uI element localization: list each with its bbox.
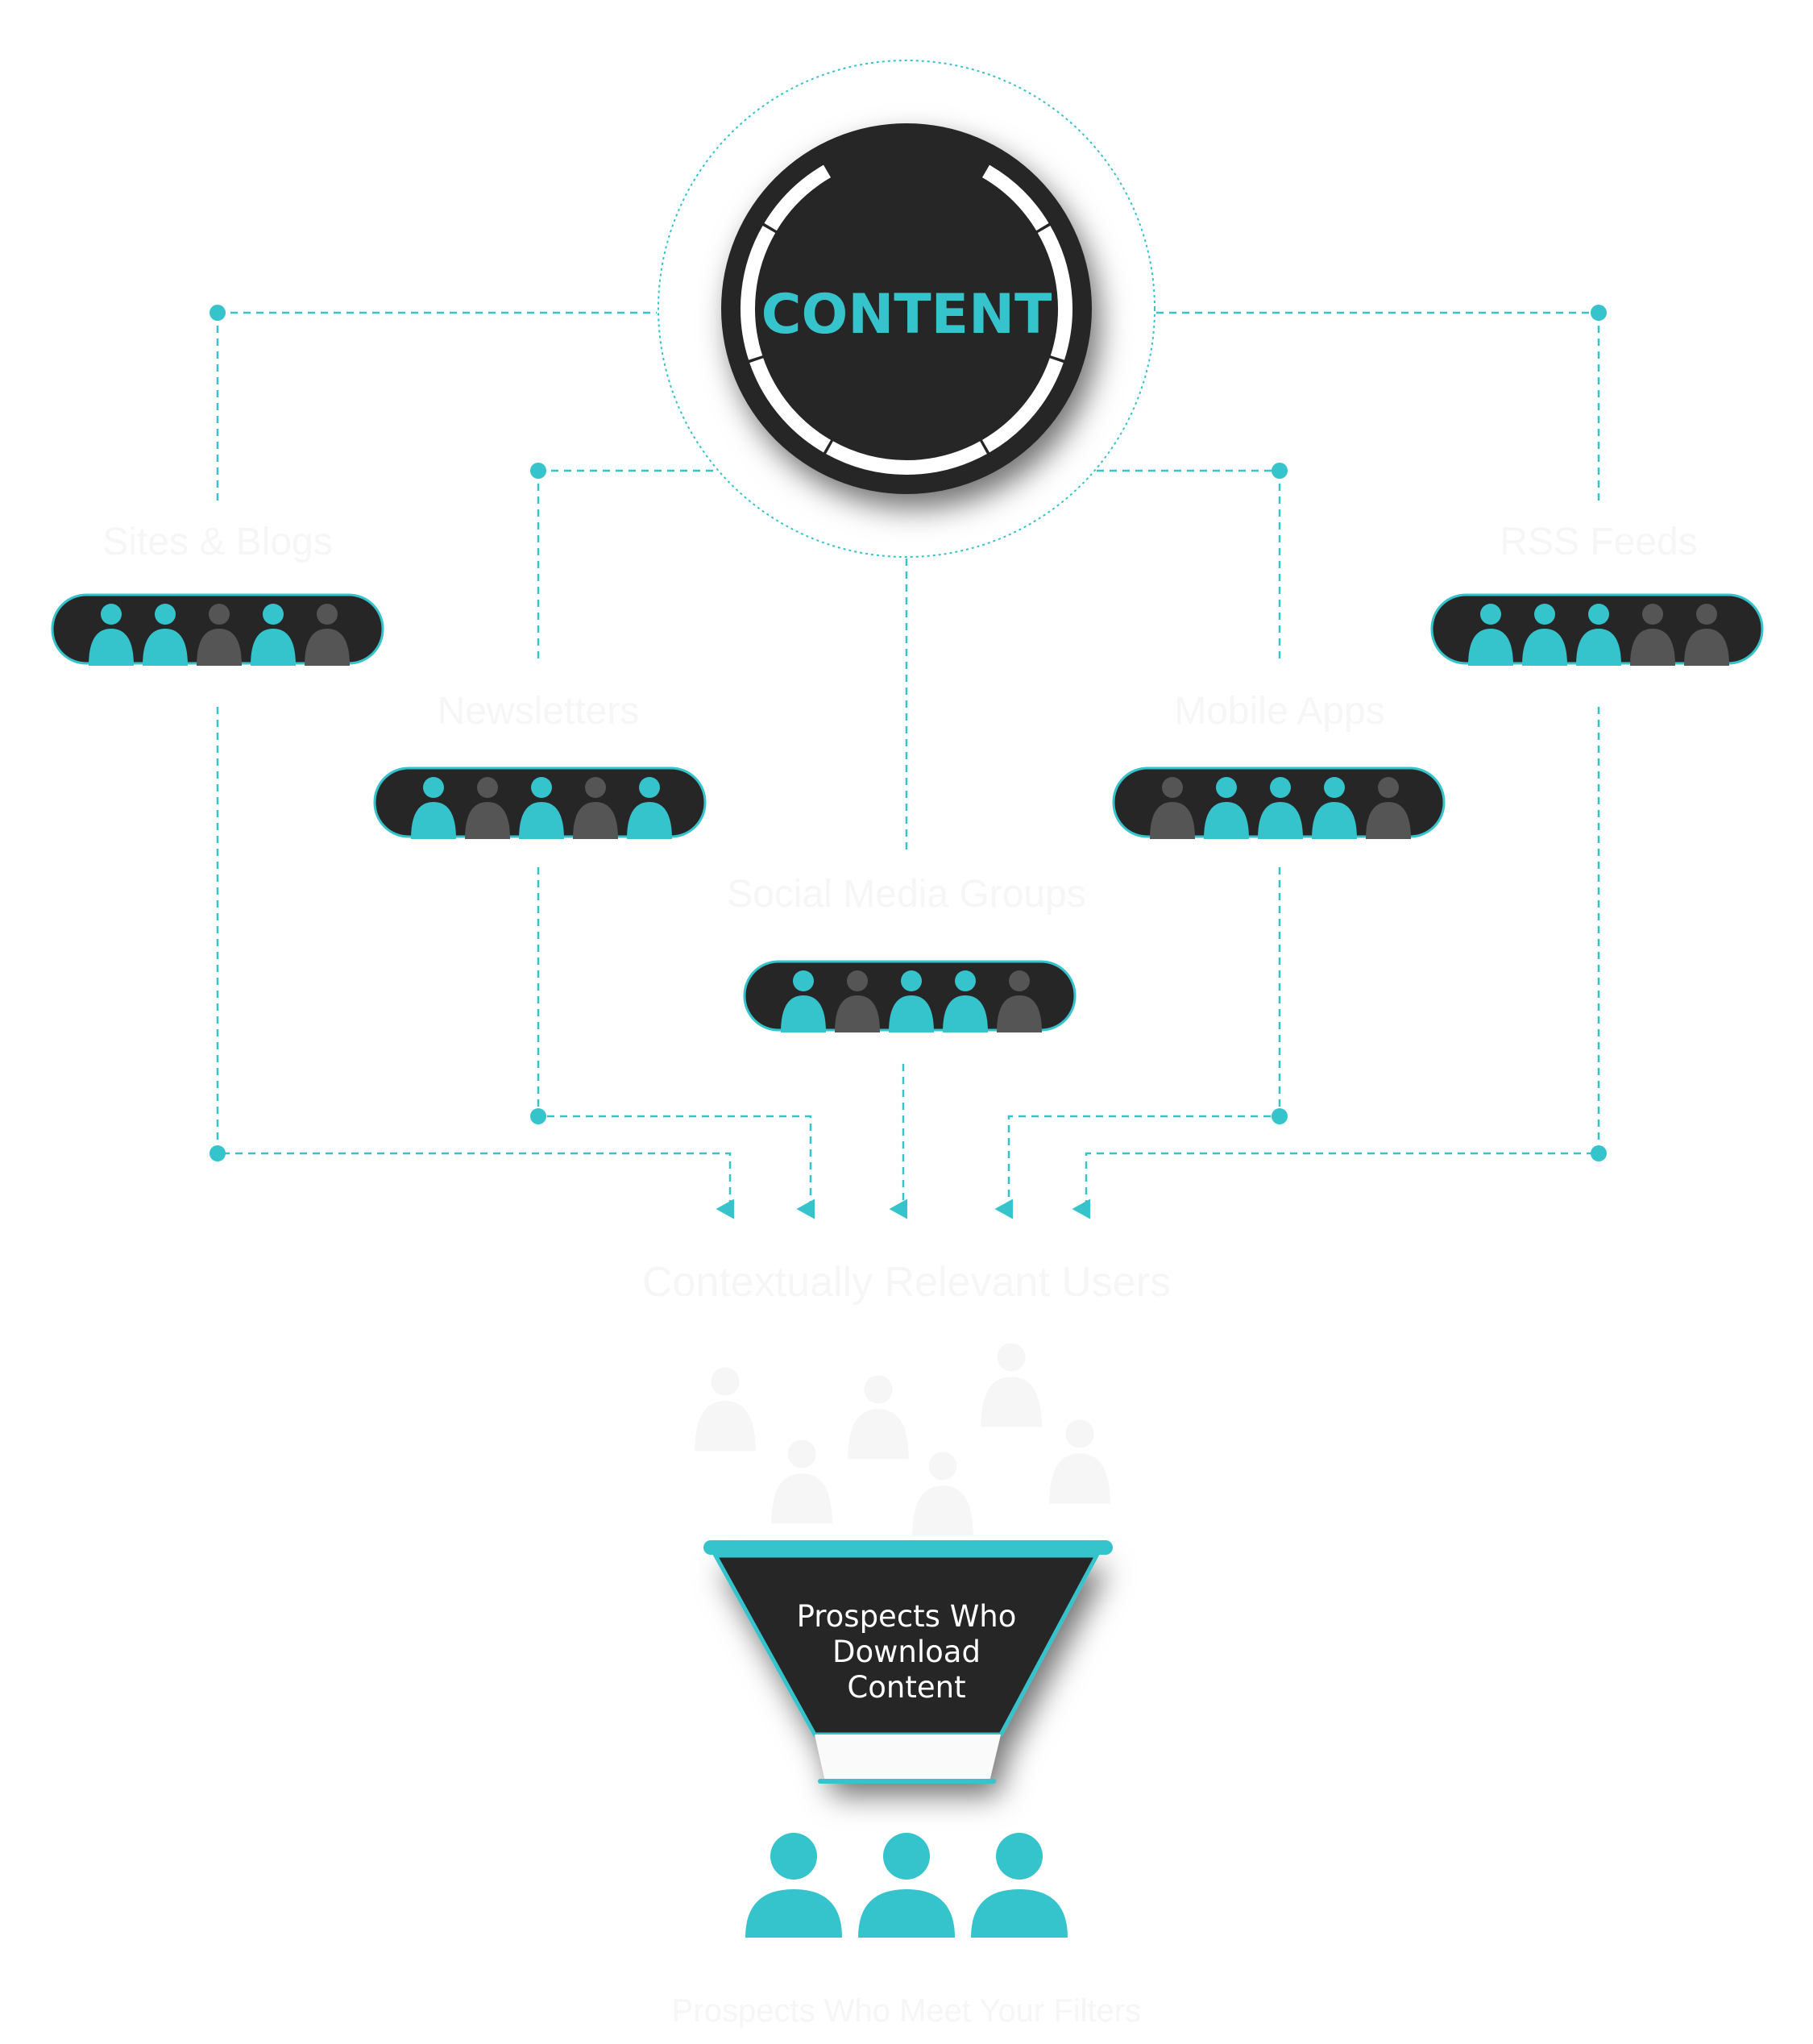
- user-pill-social-media-groups: [743, 960, 1077, 1032]
- user-icon-inactive: [1366, 777, 1411, 839]
- hub-ring-segments: [741, 164, 1072, 475]
- faint-user-icon: [771, 1440, 832, 1524]
- user-icon-inactive: [1630, 604, 1675, 666]
- user-icon-active: [1312, 777, 1357, 839]
- channel-label-sites-blogs: Sites & Blogs: [102, 521, 332, 563]
- user-icon-active: [1468, 604, 1513, 666]
- user-icon-qualified: [971, 1833, 1068, 1938]
- funnel-label-line1: Prospects Who: [797, 1599, 1017, 1634]
- faint-user-icon: [695, 1367, 756, 1452]
- user-icon-inactive: [1684, 604, 1729, 666]
- ring-segment: [981, 164, 1049, 231]
- qualified-prospects: [745, 1833, 1068, 1938]
- user-pill-sites-blogs: [51, 593, 384, 666]
- user-icon-active: [411, 777, 456, 839]
- ring-segment: [1037, 226, 1072, 360]
- faint-user-icon: [1049, 1419, 1110, 1504]
- merge-label: Contextually Relevant Users: [642, 1259, 1171, 1306]
- user-icon-active: [1204, 777, 1249, 839]
- funnel-label-line2: Download: [832, 1635, 981, 1669]
- user-icon-inactive: [305, 604, 350, 666]
- channel-user-pills: [51, 593, 1764, 1032]
- connector-dots: [210, 305, 1607, 1161]
- user-icon-inactive: [997, 970, 1042, 1032]
- user-icon-qualified: [745, 1833, 842, 1938]
- ring-segment: [826, 441, 987, 475]
- user-icon-active: [781, 970, 826, 1032]
- user-icon-active: [889, 970, 934, 1032]
- user-icon-active: [1258, 777, 1303, 839]
- user-icon-active: [1576, 604, 1621, 666]
- channel-label-rss-feeds: RSS Feeds: [1500, 521, 1697, 563]
- connector-lines: [210, 305, 1607, 1219]
- funnel-label-line3: Content: [847, 1670, 965, 1705]
- user-icon-inactive: [1150, 777, 1195, 839]
- faint-user-icon: [848, 1375, 909, 1460]
- ring-segment: [764, 164, 832, 231]
- user-icon-inactive: [197, 604, 242, 666]
- faint-user-icon: [912, 1452, 973, 1536]
- user-icon-active: [89, 604, 134, 666]
- ring-segment: [749, 358, 832, 453]
- content-hub: CONTENT: [658, 60, 1155, 558]
- user-pill-rss-feeds: [1430, 593, 1764, 666]
- channel-label-social-media-groups: Social Media Groups: [727, 873, 1086, 916]
- user-icon-inactive: [573, 777, 618, 839]
- user-icon-active: [519, 777, 564, 839]
- user-icon-active: [143, 604, 188, 666]
- user-icon-active: [1522, 604, 1567, 666]
- output-label: Prospects Who Meet Your Filters: [672, 1993, 1141, 2029]
- floating-users: [695, 1343, 1110, 1536]
- user-icon-inactive: [835, 970, 880, 1032]
- user-pill-newsletters: [373, 766, 707, 839]
- user-icon-inactive: [465, 777, 510, 839]
- faint-user-icon: [981, 1343, 1042, 1427]
- hub-label: CONTENT: [761, 283, 1052, 347]
- ring-segment: [741, 226, 776, 360]
- channel-label-mobile-apps: Mobile Apps: [1174, 690, 1385, 733]
- user-icon-qualified: [858, 1833, 955, 1938]
- user-icon-active: [251, 604, 296, 666]
- user-icon-active: [943, 970, 988, 1032]
- ring-segment: [981, 358, 1064, 453]
- channel-label-newsletters: Newsletters: [438, 690, 640, 733]
- user-pill-mobile-apps: [1112, 766, 1446, 839]
- user-icon-active: [627, 777, 672, 839]
- funnel: Prospects Who Download Content: [703, 1540, 1113, 1784]
